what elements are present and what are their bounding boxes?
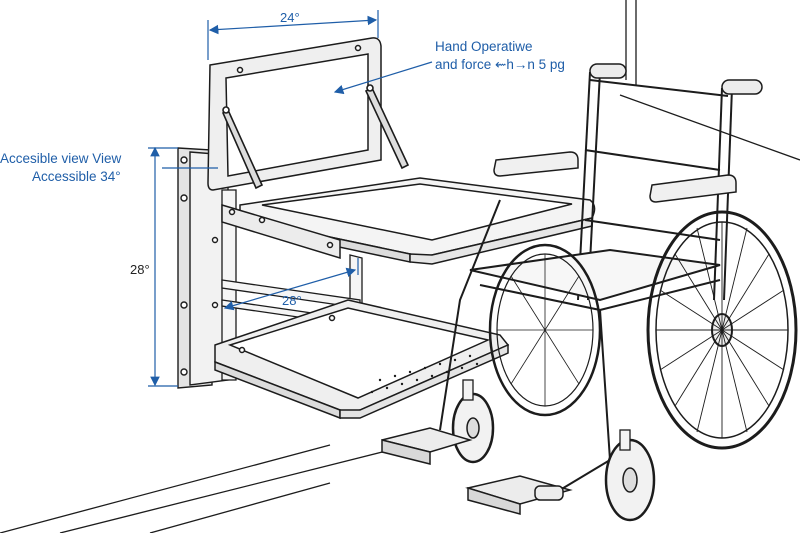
- height-label: 28°: [130, 262, 150, 277]
- rear-wheel-left: [488, 243, 602, 417]
- hand-operation-note-line2: and force ⇜h→n 5 pg: [435, 57, 565, 72]
- accessible-view-label-line2: Accessible 34°: [32, 169, 121, 184]
- wheelchair-handles: [589, 63, 763, 95]
- accessible-view-label-line1: Accesible view View: [0, 151, 122, 166]
- upper-lid-panel: [207, 37, 382, 191]
- lower-shelf: [214, 299, 510, 420]
- wheelchair-armrests: [493, 151, 737, 203]
- hand-operation-note-line1: Hand Operatiwe: [435, 39, 533, 54]
- wall-mount-panel: [177, 147, 229, 389]
- footrests: [381, 427, 573, 515]
- wheelchair-frame: [439, 71, 733, 491]
- top-width-label: 24°: [280, 10, 300, 25]
- rear-wheel-right: [646, 210, 798, 450]
- gas-struts: [221, 84, 410, 190]
- dimension-lines: [148, 10, 433, 387]
- caster-wheels: [451, 379, 656, 522]
- tray-table: [221, 177, 596, 265]
- depth-label: 28°: [282, 293, 302, 308]
